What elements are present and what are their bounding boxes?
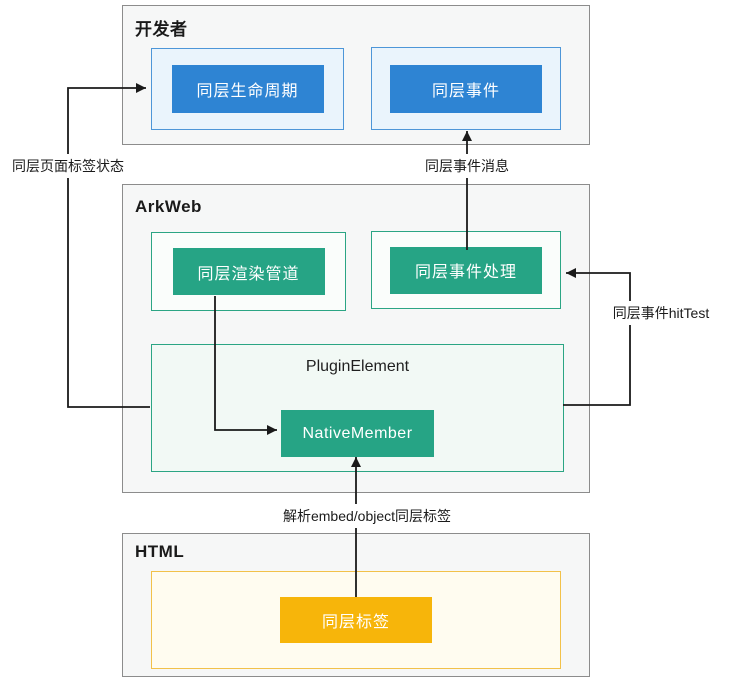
render-pipeline-node: 同层渲染管道 [172, 248, 325, 295]
html-container: HTML 同层标签 [122, 533, 590, 677]
html-title: HTML [135, 542, 185, 561]
render-pipeline-wrapper: 同层渲染管道 [151, 232, 346, 311]
edge-label-hit-test: 同层事件hitTest [607, 301, 715, 325]
native-member-node: NativeMember [281, 410, 434, 457]
arkweb-container: ArkWeb 同层渲染管道 同层事件处理 PluginElement Nativ… [122, 184, 590, 493]
developer-title: 开发者 [135, 20, 188, 39]
same-layer-tag-node: 同层标签 [280, 597, 432, 643]
event-wrapper: 同层事件 [371, 47, 561, 130]
same-layer-tag-wrapper: 同层标签 [151, 571, 561, 669]
event-handler-node: 同层事件处理 [390, 246, 542, 294]
plugin-element-container: PluginElement NativeMember [151, 344, 564, 472]
developer-container: 开发者 同层生命周期 同层事件 [122, 5, 590, 145]
event-handler-wrapper: 同层事件处理 [371, 231, 561, 309]
edge-label-page-tag-state: 同层页面标签状态 [7, 154, 129, 178]
plugin-element-title: PluginElement [305, 358, 410, 375]
event-node: 同层事件 [390, 64, 542, 113]
lifecycle-wrapper: 同层生命周期 [151, 48, 344, 130]
edge-label-event-message: 同层事件消息 [420, 154, 514, 178]
arkweb-title: ArkWeb [135, 197, 202, 216]
edge-label-parse-tag: 解析embed/object同层标签 [277, 504, 457, 528]
lifecycle-node: 同层生命周期 [171, 65, 324, 113]
